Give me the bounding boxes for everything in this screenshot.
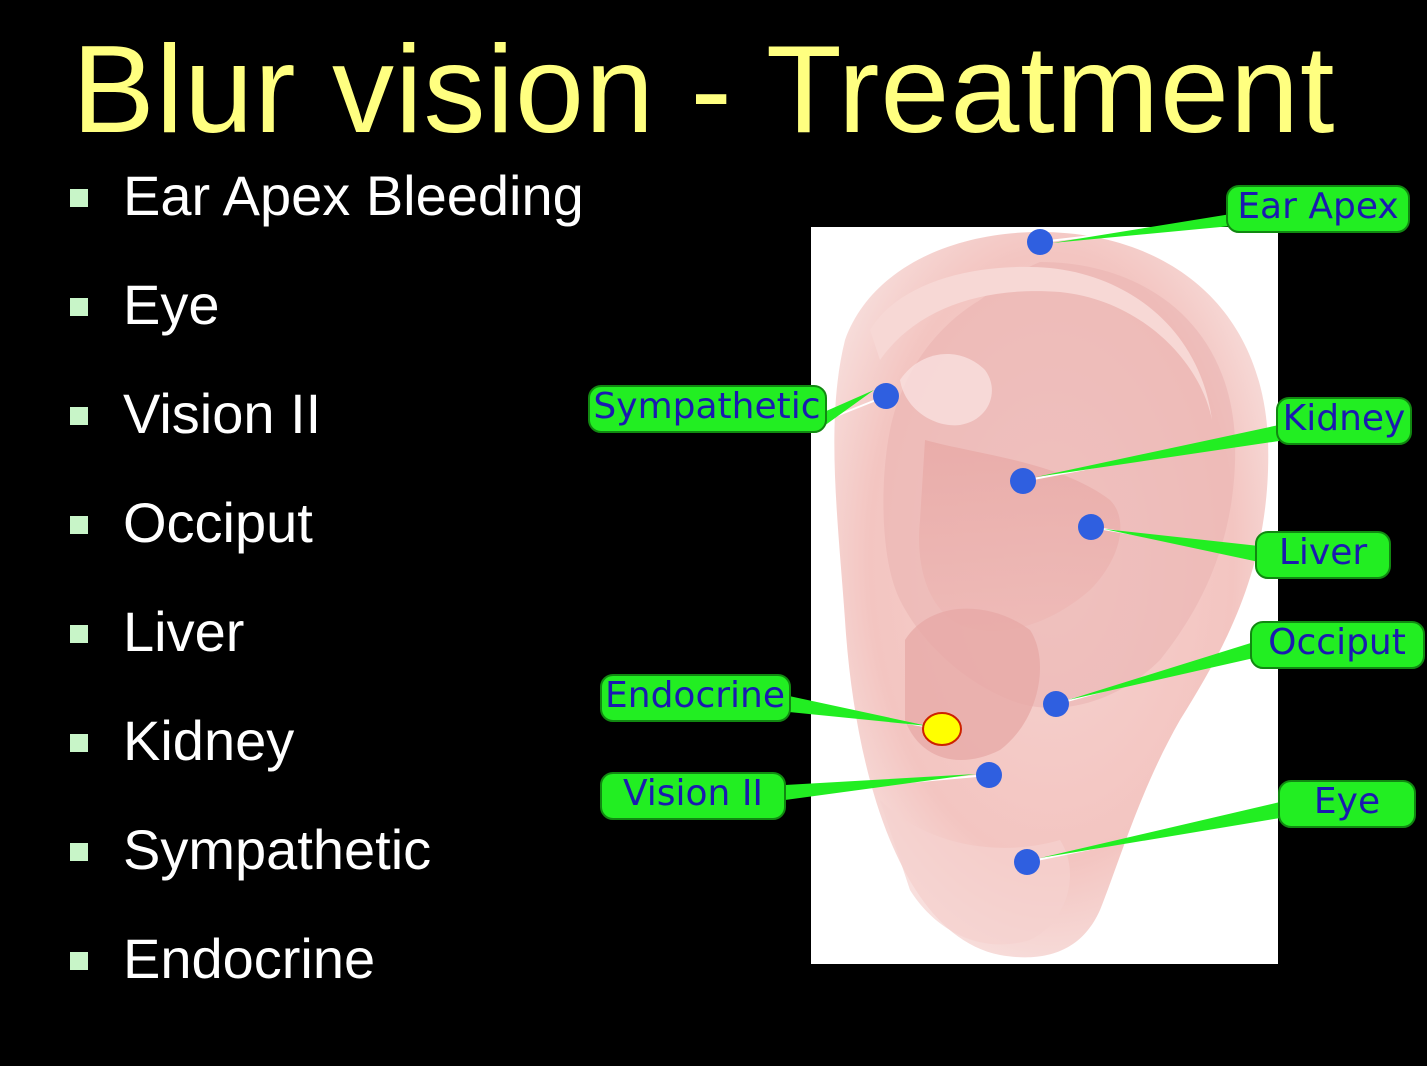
bullet-item: Sympathetic [70,819,584,928]
bullet-text: Occiput [123,491,313,554]
label-endocrine: Endocrine [605,675,785,716]
callout-occiput: Occiput [1250,621,1425,669]
square-bullet-icon [70,189,88,207]
bullet-list: Ear Apex Bleeding Eye Vision II Occiput … [70,165,584,1037]
label-liver: Liver [1279,532,1368,573]
bullet-item: Vision II [70,383,584,492]
bullet-item: Endocrine [70,928,584,1037]
sympathetic-point [873,383,899,409]
liver-point [1078,514,1104,540]
bullet-text: Ear Apex Bleeding [123,164,584,227]
bullet-text: Endocrine [123,927,376,990]
bullet-item: Ear Apex Bleeding [70,165,584,274]
callout-kidney: Kidney [1276,397,1412,445]
bullet-text: Sympathetic [123,818,432,881]
bullet-text: Kidney [123,709,295,772]
slide-title: Blur vision - Treatment [72,21,1336,159]
callout-ear-apex: Ear Apex [1226,185,1410,233]
eye-point [1014,849,1040,875]
endocrine-point [922,712,962,746]
bullet-item: Kidney [70,710,584,819]
ear-apex-point [1027,229,1053,255]
square-bullet-icon [70,734,88,752]
bullet-text: Liver [123,600,245,663]
bullet-text: Vision II [123,382,322,445]
bullet-item: Occiput [70,492,584,601]
callout-eye: Eye [1278,780,1416,828]
square-bullet-icon [70,298,88,316]
square-bullet-icon [70,516,88,534]
label-kidney: Kidney [1283,398,1406,439]
label-eye: Eye [1314,781,1380,822]
callout-endocrine: Endocrine [600,674,791,722]
square-bullet-icon [70,407,88,425]
label-ear-apex: Ear Apex [1237,186,1398,227]
vision-ii-point [976,762,1002,788]
callout-pointers [785,214,1280,858]
square-bullet-icon [70,625,88,643]
bullet-text: Eye [123,273,220,336]
label-sympathetic: Sympathetic [593,386,820,427]
callout-sympathetic: Sympathetic [588,385,827,433]
bullet-item: Liver [70,601,584,710]
square-bullet-icon [70,843,88,861]
square-bullet-icon [70,952,88,970]
kidney-point [1010,468,1036,494]
bullet-item: Eye [70,274,584,383]
label-occiput: Occiput [1268,622,1406,663]
label-vision-ii: Vision II [623,773,763,814]
callout-liver: Liver [1255,531,1391,579]
acupoint-markers [873,229,1104,875]
occiput-point [1043,691,1069,717]
callout-vision-ii: Vision II [600,772,786,820]
